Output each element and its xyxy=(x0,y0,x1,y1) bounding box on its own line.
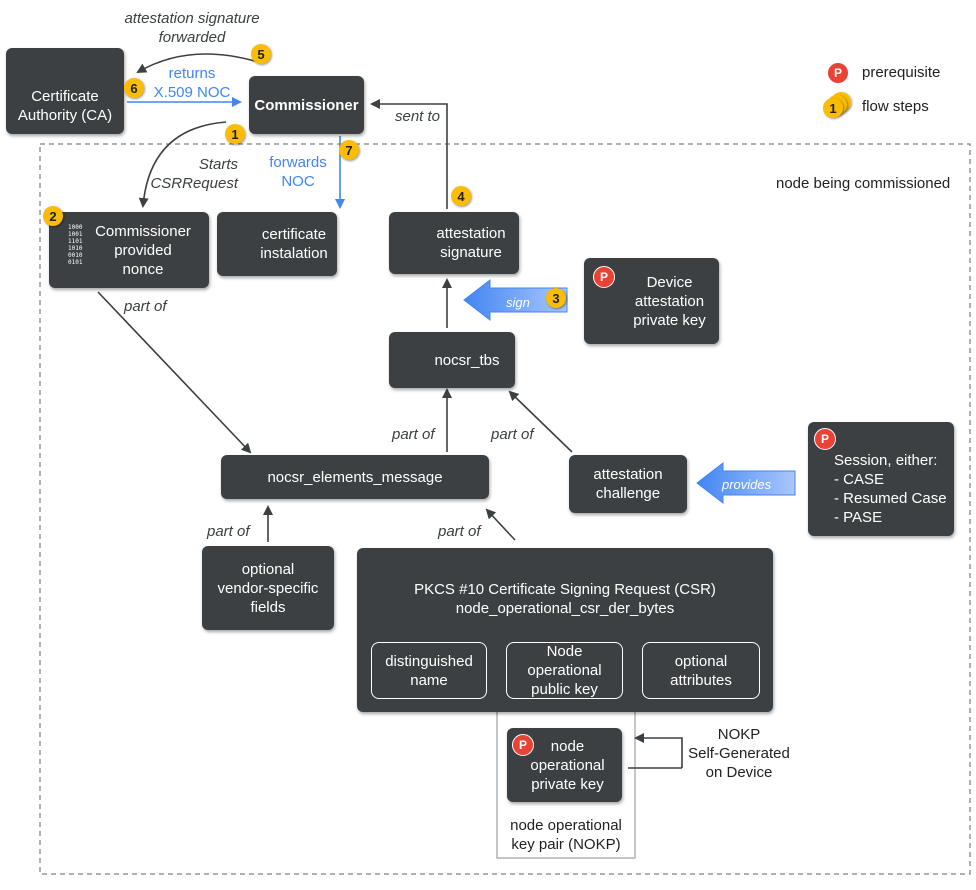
node-vendor-fields-label: optional vendor-specific fields xyxy=(217,560,319,616)
arrow-csr-to-elements xyxy=(485,508,516,541)
node-commissioner-label: Commissioner xyxy=(254,96,359,114)
label-part-of-nonce: part of xyxy=(124,298,167,315)
label-part-of-challenge: part of xyxy=(491,426,534,443)
binary-icon: 1000 1001 1101 1010 0010 0101 xyxy=(68,224,83,266)
node-optional-attributes-label: optional attributes xyxy=(670,652,732,689)
node-certificate-installation-label: certificate instalation xyxy=(260,226,328,262)
label-returns-noc: returns X.509 NOC xyxy=(153,65,231,101)
label-part-of-elements: part of xyxy=(392,426,435,443)
node-attestation-signature: attestation signature xyxy=(389,212,519,274)
step-5-badge: 5 xyxy=(251,44,271,64)
label-part-of-vendor: part of xyxy=(207,523,250,540)
step-7-badge: 7 xyxy=(339,140,359,160)
region-label: node being commissioned xyxy=(776,175,951,192)
node-public-key-label: Node operational public key xyxy=(527,643,602,698)
arrow-nokp-self xyxy=(634,733,683,768)
node-certificate-installation: certificate instalation xyxy=(217,212,337,276)
legend-flow-icon: 1 xyxy=(823,98,843,118)
node-attestation-challenge-label: attestation challenge xyxy=(593,466,663,502)
node-nonce-label: Commissioner provided nonce xyxy=(95,222,191,278)
prereq-badge-device-key: P xyxy=(593,266,615,288)
arrow-nonce-to-elements xyxy=(97,291,252,454)
arrow-sign xyxy=(463,278,568,322)
node-distinguished-name-label: distinguished name xyxy=(385,652,473,689)
node-nocsr-tbs-label: nocsr_tbs xyxy=(434,351,500,369)
step-4-badge: 4 xyxy=(451,186,471,206)
node-session-label: Session, either: - CASE - Resumed Case -… xyxy=(834,452,947,526)
step-1-badge: 1 xyxy=(225,124,245,144)
node-certificate-authority: Certificate Authority (CA) xyxy=(6,48,124,134)
node-nocsr-elements-message: nocsr_elements_message xyxy=(221,455,489,499)
label-part-of-csr: part of xyxy=(438,523,481,540)
node-attestation-challenge: attestation challenge xyxy=(569,455,687,513)
label-starts-csr: Starts CSRRequest xyxy=(150,156,238,192)
label-sign: sign xyxy=(506,295,530,310)
legend-flow-label: flow steps xyxy=(862,98,929,115)
node-private-key-label: node operational private key xyxy=(530,737,605,793)
legend-prerequisite-icon: P xyxy=(827,62,849,84)
node-attestation-signature-label: attestation signature xyxy=(436,225,506,261)
legend-prerequisite-label: prerequisite xyxy=(862,64,941,81)
prereq-badge-session: P xyxy=(814,428,836,450)
node-public-key: Node operational public key xyxy=(506,642,623,699)
step-6-badge: 6 xyxy=(124,78,144,98)
step-3-badge: 3 xyxy=(546,288,566,308)
step-2-badge: 2 xyxy=(43,206,63,226)
node-commissioner: Commissioner xyxy=(249,76,364,134)
label-nokp-self-generated: NOKP Self-Generated on Device xyxy=(688,726,790,781)
arrow-sent-to xyxy=(370,99,448,209)
node-vendor-fields: optional vendor-specific fields xyxy=(202,546,334,630)
node-csr: PKCS #10 Certificate Signing Request (CS… xyxy=(357,548,773,712)
label-sent-to: sent to xyxy=(395,108,441,125)
arrow-provides xyxy=(696,461,796,505)
arrow-challenge-to-tbs xyxy=(508,390,573,453)
node-csr-label: PKCS #10 Certificate Signing Request (CS… xyxy=(414,581,716,617)
label-forwards-noc: forwards NOC xyxy=(269,154,327,190)
node-optional-attributes: optional attributes xyxy=(642,642,760,699)
node-distinguished-name: distinguished name xyxy=(371,642,487,699)
prereq-badge-private-key: P xyxy=(512,734,534,756)
node-device-attestation-key-label: Device attestation private key xyxy=(633,273,706,329)
node-nocsr-elements-message-label: nocsr_elements_message xyxy=(267,468,443,486)
node-nonce: Commissioner provided nonce xyxy=(49,212,209,288)
node-certificate-authority-label: Certificate Authority (CA) xyxy=(17,88,113,124)
commissioned-region xyxy=(39,143,971,875)
node-nocsr-tbs: nocsr_tbs xyxy=(389,332,515,388)
label-provides: provides xyxy=(722,477,772,492)
arrow-forwarded-to-ca xyxy=(136,53,259,73)
arrow-starts-csr xyxy=(138,121,227,208)
label-attestation-forwarded: attestation signature forwarded xyxy=(124,10,260,46)
nokp-label: node operational key pair (NOKP) xyxy=(510,817,622,853)
